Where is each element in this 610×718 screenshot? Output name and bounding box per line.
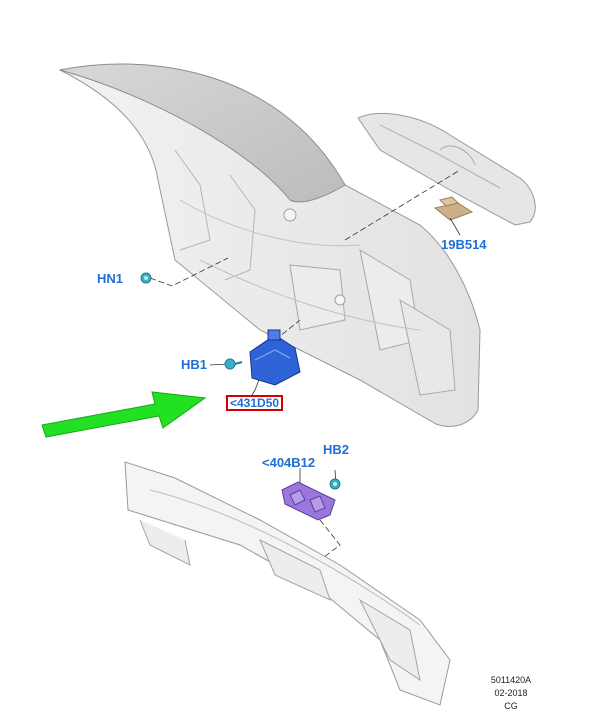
callout-hn1: HN1: [97, 271, 124, 286]
lower-rear-panel: [124, 461, 451, 706]
bolt-hb1-part: [224, 358, 243, 370]
callout-hb1: HB1: [181, 357, 208, 372]
bolt-hb2-part: [329, 478, 341, 490]
liftgate-switch-part: [281, 481, 336, 521]
spoiler-housing: [357, 113, 536, 226]
footer-initials: CG: [504, 701, 518, 711]
leader-lines: [149, 169, 461, 561]
liftgate-latch-part: [249, 329, 301, 386]
footer-code: 5011420A: [490, 675, 532, 685]
callout-lamp: 19B514: [441, 237, 487, 252]
clip-hn1-part: [140, 272, 152, 284]
green-pointer-arrow: [41, 391, 207, 438]
high-mount-lamp-part: [433, 196, 474, 221]
footer-date: 02-2018: [494, 688, 528, 698]
callout-switch: <404B12: [262, 455, 316, 470]
liftgate-inner-panel: [58, 63, 481, 427]
callout-hb2: HB2: [323, 442, 350, 457]
callout-latch-highlighted: <431D50: [226, 395, 284, 411]
